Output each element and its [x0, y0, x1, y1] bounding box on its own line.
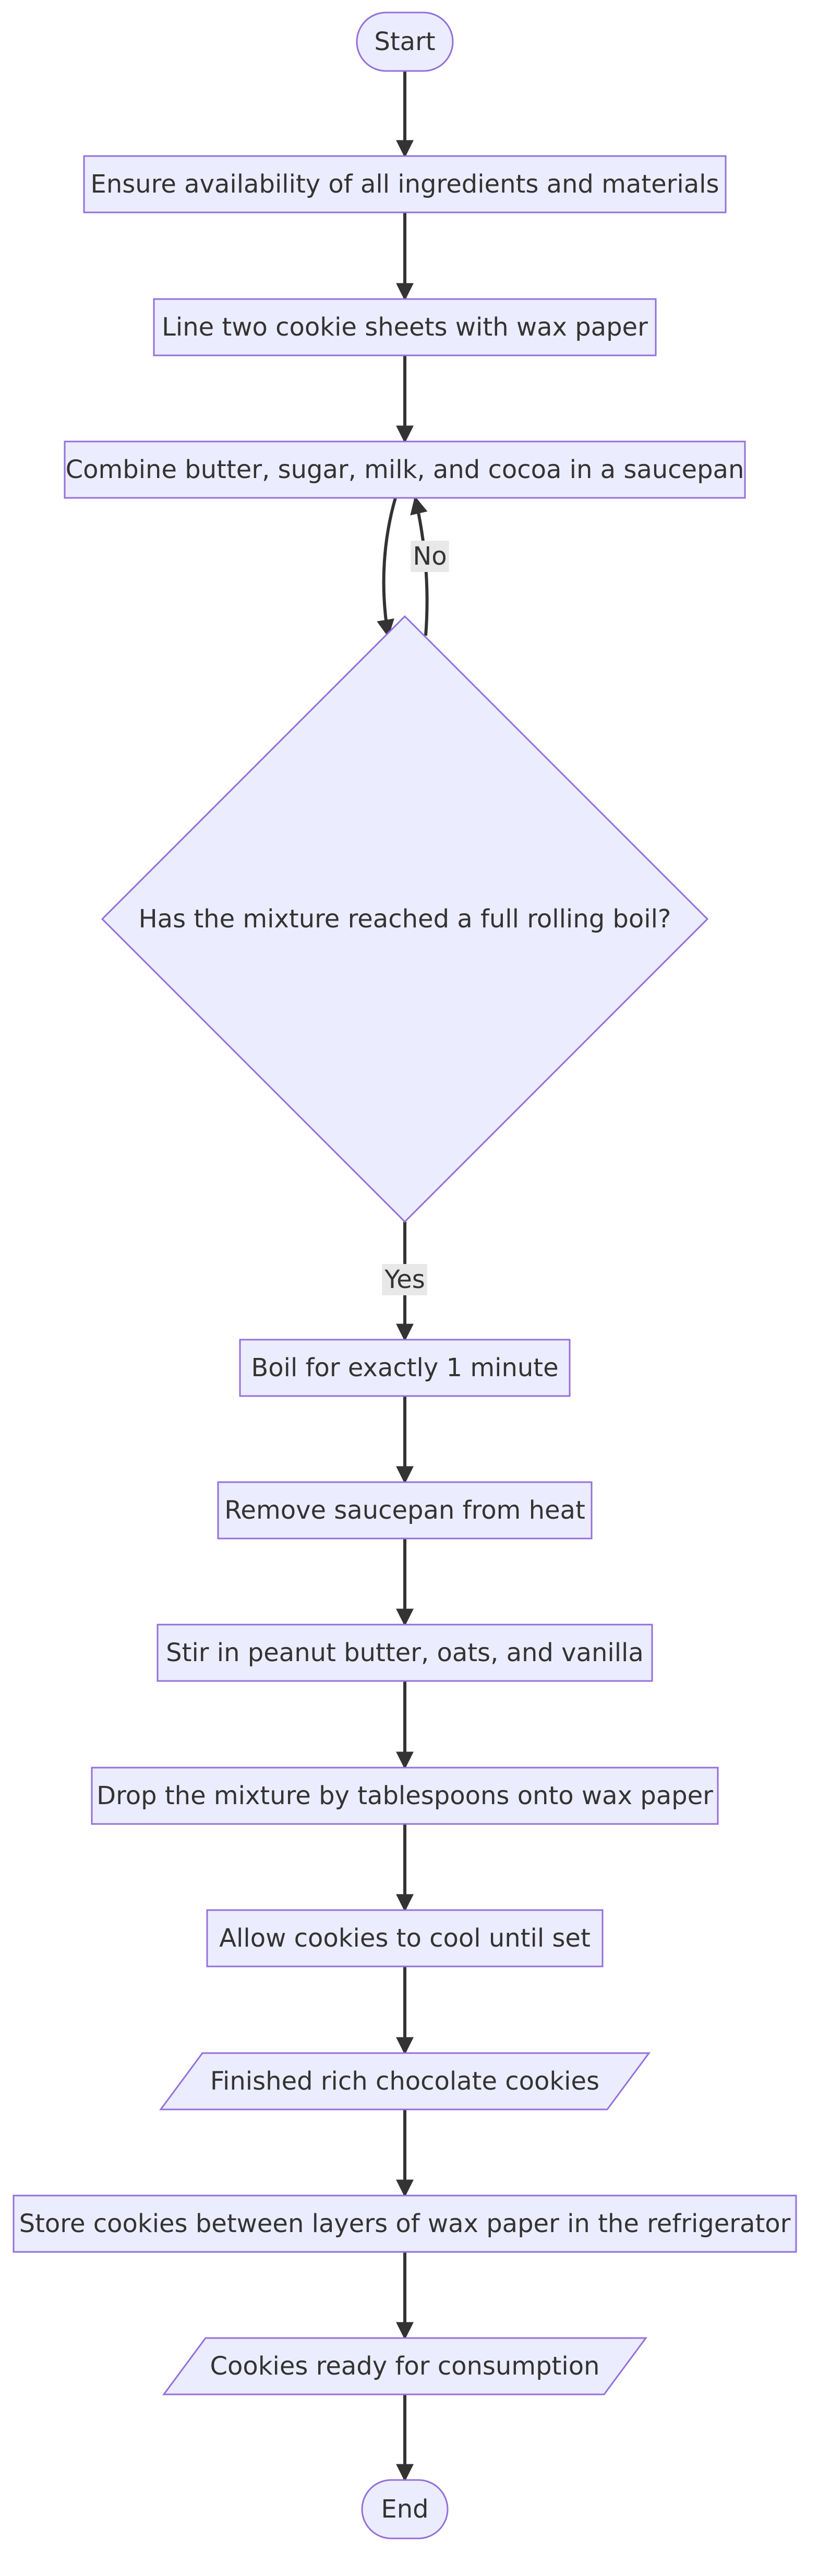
- node-label: Ensure availability of all ingredients a…: [91, 170, 719, 199]
- node-label: Remove saucepan from heat: [224, 1496, 585, 1525]
- node-shape-stadium: [361, 2479, 449, 2539]
- node-label: Boil for exactly 1 minute: [251, 1353, 558, 1382]
- node-shape-rect: [206, 1909, 604, 1967]
- node-shape-rect: [64, 440, 746, 499]
- edge-label-background: [411, 541, 449, 572]
- node-ready: Cookies ready for consumption: [162, 2337, 647, 2395]
- node-label: End: [381, 2495, 428, 2524]
- edge-label-background: [382, 1264, 427, 1295]
- node-label: Cookies ready for consumption: [210, 2352, 600, 2381]
- edge-label-text: Yes: [384, 1265, 425, 1294]
- node-shape-rect: [157, 1624, 653, 1682]
- node-label: Line two cookie sheets with wax paper: [162, 313, 648, 342]
- node-label: Allow cookies to cool until set: [219, 1924, 591, 1953]
- edge-label-text: No: [413, 542, 447, 571]
- node-shape-parallelogram: [162, 2337, 647, 2395]
- node-store: Store cookies between layers of wax pape…: [13, 2195, 797, 2253]
- node-label: Finished rich chocolate cookies: [210, 2067, 599, 2096]
- node-label: Store cookies between layers of wax pape…: [19, 2209, 791, 2238]
- node-label: Stir in peanut butter, oats, and vanilla: [166, 1638, 644, 1667]
- node-label: Combine butter, sugar, milk, and cocoa i…: [66, 455, 744, 484]
- node-drop: Drop the mixture by tablespoons onto wax…: [91, 1767, 719, 1825]
- node-shape-rect: [91, 1767, 719, 1825]
- node-ensure: Ensure availability of all ingredients a…: [83, 155, 727, 213]
- node-shape-rect: [153, 298, 657, 356]
- edge-label-no: No: [411, 541, 449, 572]
- node-end: End: [361, 2479, 449, 2539]
- node-finished: Finished rich chocolate cookies: [159, 2052, 651, 2110]
- node-shape-diamond: [101, 615, 709, 1223]
- node-remove: Remove saucepan from heat: [217, 1481, 593, 1540]
- node-shape-rect: [83, 155, 727, 213]
- node-boilcheck: Has the mixture reached a full rolling b…: [101, 615, 709, 1223]
- node-start: Start: [356, 11, 454, 72]
- node-label: Drop the mixture by tablespoons onto wax…: [97, 1781, 713, 1810]
- node-shape-parallelogram: [159, 2052, 651, 2110]
- node-shape-rect: [217, 1481, 593, 1540]
- node-boil: Boil for exactly 1 minute: [239, 1339, 571, 1397]
- edge-label-yes: Yes: [382, 1264, 427, 1295]
- node-label: Has the mixture reached a full rolling b…: [139, 904, 671, 934]
- node-label: Start: [374, 27, 435, 56]
- node-cool: Allow cookies to cool until set: [206, 1909, 604, 1967]
- node-combine: Combine butter, sugar, milk, and cocoa i…: [64, 440, 746, 499]
- node-line: Line two cookie sheets with wax paper: [153, 298, 657, 356]
- edge-combine-to-boilcheck: [377, 497, 397, 638]
- node-shape-rect: [239, 1339, 571, 1397]
- node-stir: Stir in peanut butter, oats, and vanilla: [157, 1624, 653, 1682]
- node-shape-stadium: [356, 11, 454, 72]
- node-shape-rect: [13, 2195, 797, 2253]
